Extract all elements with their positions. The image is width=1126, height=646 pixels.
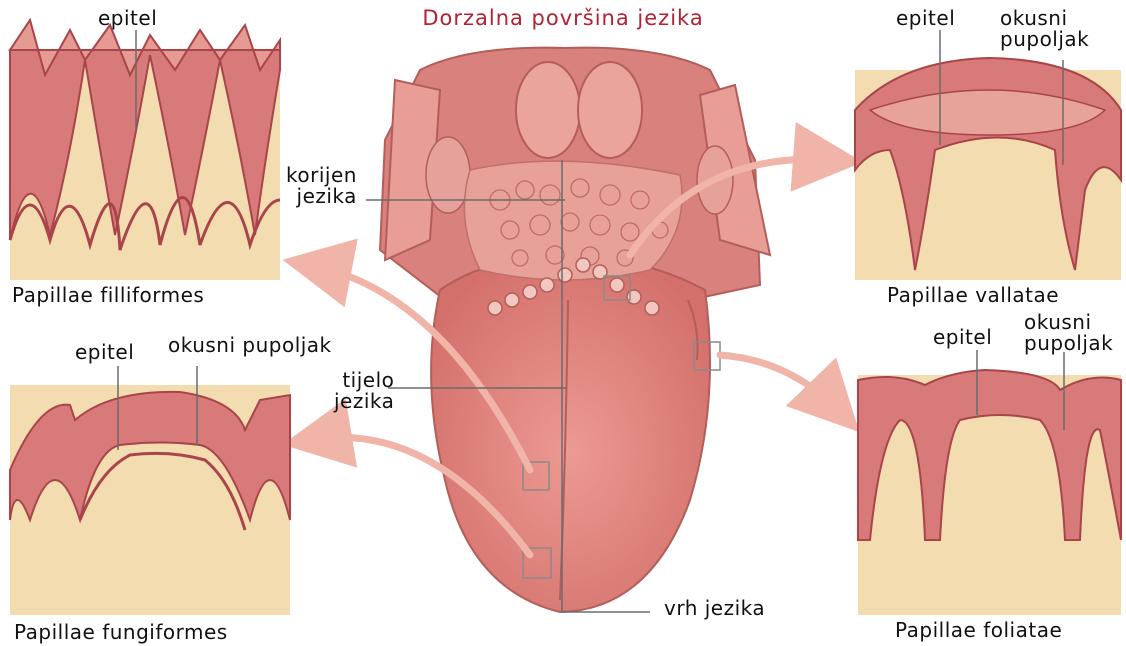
- caption-fungiformes: Papillae fungiformes: [14, 622, 228, 643]
- tongue-body: [431, 258, 710, 612]
- label-foliatae-bud: okusni pupoljak: [1024, 312, 1113, 354]
- caption-filliformes: Papillae filliformes: [12, 285, 204, 306]
- diagram-title: Dorzalna površina jezika: [0, 6, 1126, 30]
- caption-vallatae: Papillae vallatae: [887, 285, 1059, 306]
- label-tip-of-tongue: vrh jezika: [664, 598, 765, 619]
- label-fungiformes-epitel: epitel: [75, 342, 134, 363]
- label-vallatae-epitel: epitel: [896, 8, 955, 29]
- label-foliatae-epitel: epitel: [933, 327, 992, 348]
- lingual-tonsil-region: [464, 161, 682, 280]
- epiglottis-left: [516, 62, 580, 158]
- arrow-to-foliatae: [720, 355, 840, 412]
- label-root-of-tongue: korijen jezika: [286, 165, 357, 207]
- label-body-of-tongue: tijelo jezika: [334, 370, 394, 412]
- label-vallatae-bud: okusni pupoljak: [1000, 8, 1089, 50]
- tonsil-left: [426, 137, 470, 213]
- panel-filliformes: [10, 20, 280, 280]
- label-fungiformes-bud: okusni pupoljak: [168, 335, 332, 356]
- tongue-illustration: [380, 48, 770, 612]
- caption-foliatae: Papillae foliatae: [895, 620, 1062, 641]
- panel-foliatae: [858, 350, 1121, 615]
- label-filliformes-epitel: epitel: [98, 8, 157, 29]
- epiglottis-right: [578, 62, 642, 158]
- panel-vallatae: [855, 30, 1121, 280]
- panel-fungiformes: [10, 366, 290, 615]
